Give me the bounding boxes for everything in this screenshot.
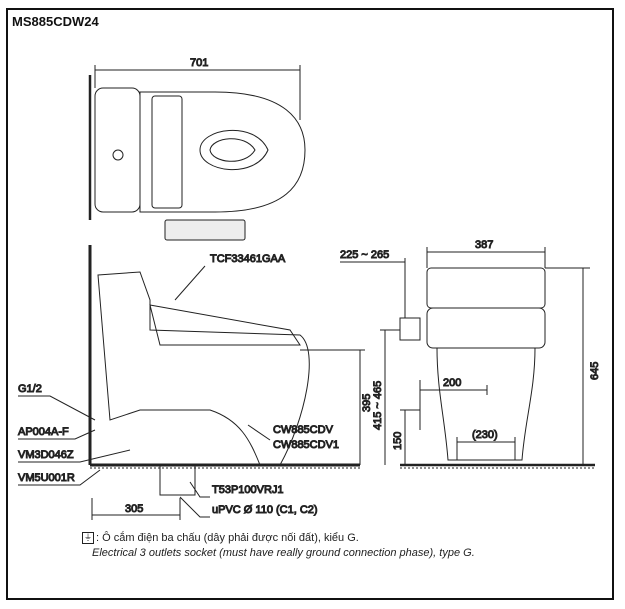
tank-front: [426, 267, 546, 309]
label-g12: G1/2: [18, 383, 42, 395]
side-view: 305 395 TCF33461GAA G1/2 AP004A-F VM3D04…: [18, 245, 374, 520]
label-t53p100vrj1: T53P100VRJ1: [212, 484, 284, 496]
toilet-body-side: [97, 271, 310, 466]
socket-icon: ⏚: [82, 532, 94, 545]
socket: [399, 317, 421, 341]
seat-top: [139, 91, 306, 213]
label-seat-model: TCF33461GAA: [210, 253, 286, 265]
front-view: 387 225 ~ 265 645 415 ~ 465 150 200 (230…: [340, 239, 602, 469]
dim-200: 200: [443, 377, 461, 389]
dim-387: 387: [475, 239, 493, 251]
dim-701: 701: [190, 57, 208, 69]
top-view: 701: [88, 57, 306, 241]
dim-230: (230): [472, 429, 498, 441]
label-ap004a-f: AP004A-F: [18, 426, 69, 438]
dim-415-465: 415 ~ 465: [372, 381, 384, 430]
note-english: Electrical 3 outlets socket (must have r…: [92, 547, 475, 559]
dim-645: 645: [589, 362, 601, 380]
dim-305: 305: [125, 503, 143, 515]
label-cw885cdv: CW885CDV: [273, 424, 334, 436]
label-cw885cdv1: CW885CDV1: [273, 439, 339, 451]
socket-note: ⏚: Ô cắm điện ba chấu (dây phải được nối…: [82, 531, 475, 561]
drawing-frame: [6, 8, 614, 600]
dim-225-265: 225 ~ 265: [340, 249, 389, 261]
drain-flange: [159, 464, 196, 496]
note-vietnamese: : Ô cắm điện ba chấu (dây phải được nối …: [96, 532, 359, 544]
remote-control: [164, 219, 246, 241]
label-vm5u001r: VM5U001R: [18, 472, 75, 484]
label-upvc-pipe: uPVC Ø 110 (C1, C2): [212, 504, 318, 516]
dim-150: 150: [392, 432, 404, 450]
drawing-title: MS885CDW24: [12, 14, 99, 29]
dim-395: 395: [361, 394, 373, 412]
label-vm3d046z: VM3D046Z: [18, 449, 74, 461]
bowl-front: [436, 347, 536, 461]
